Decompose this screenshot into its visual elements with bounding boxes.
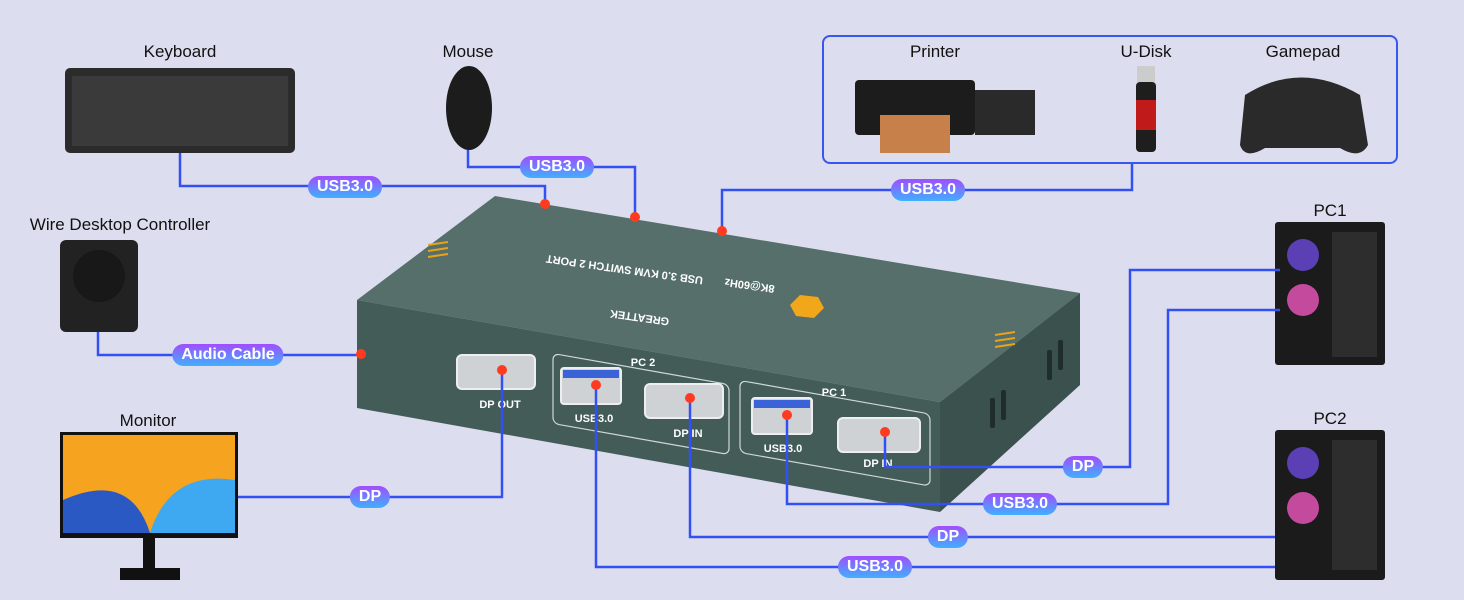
pc2-image [1275,430,1385,580]
port-label-dp-out: DP OUT [479,399,521,411]
port-label-pc2-dp: DP IN [673,428,702,440]
label-keyboard: Keyboard [143,42,217,61]
label-controller: Wire Desktop Controller [29,215,211,234]
label-mouse: Mouse [442,42,494,61]
udisk-image [1136,66,1156,152]
port-group-pc2: PC 2 [631,357,655,369]
pc2-dp-port [644,383,724,419]
controller-image [60,240,138,332]
cable-label-pc1-usb: USB3.0 [982,493,1058,515]
pc1-image [1275,222,1385,365]
cable-label-pc1-dp: DP [1062,456,1104,478]
label-pc1: PC1 [1313,201,1347,220]
peripherals-group [822,35,1398,164]
label-pc2: PC2 [1313,409,1347,428]
brand-logo-icon [790,295,824,318]
cable-label-peripherals: USB3.0 [890,179,966,201]
cable-label-mouse: USB3.0 [519,156,595,178]
cable-label-pc2-usb: USB3.0 [837,556,913,578]
monitor-image [60,432,238,580]
label-monitor: Monitor [119,411,177,430]
port-label-pc1-usb: USB3.0 [764,443,803,455]
cable-label-controller: Audio Cable [172,344,284,366]
gamepad-image [1240,77,1368,154]
label-printer: Printer [909,42,961,61]
connection-dots [356,199,890,437]
pc1-dp-port [837,417,921,453]
printer-image [855,80,1035,153]
port-label-pc2-usb: USB3.0 [575,413,614,425]
mouse-image [446,66,492,150]
cable-label-monitor: DP [349,486,391,508]
port-group-pc1: PC 1 [822,387,846,399]
keyboard-image [65,68,295,153]
label-gamepad: Gamepad [1265,42,1341,61]
cable-label-keyboard: USB3.0 [307,176,383,198]
label-udisk: U-Disk [1120,42,1172,61]
cable-label-pc2-dp: DP [927,526,969,548]
dp-out-port [456,354,536,390]
kvm-switch: GREATTEK USB 3.0 KVM SWITCH 2 PORT 8K@60… [357,196,1080,512]
